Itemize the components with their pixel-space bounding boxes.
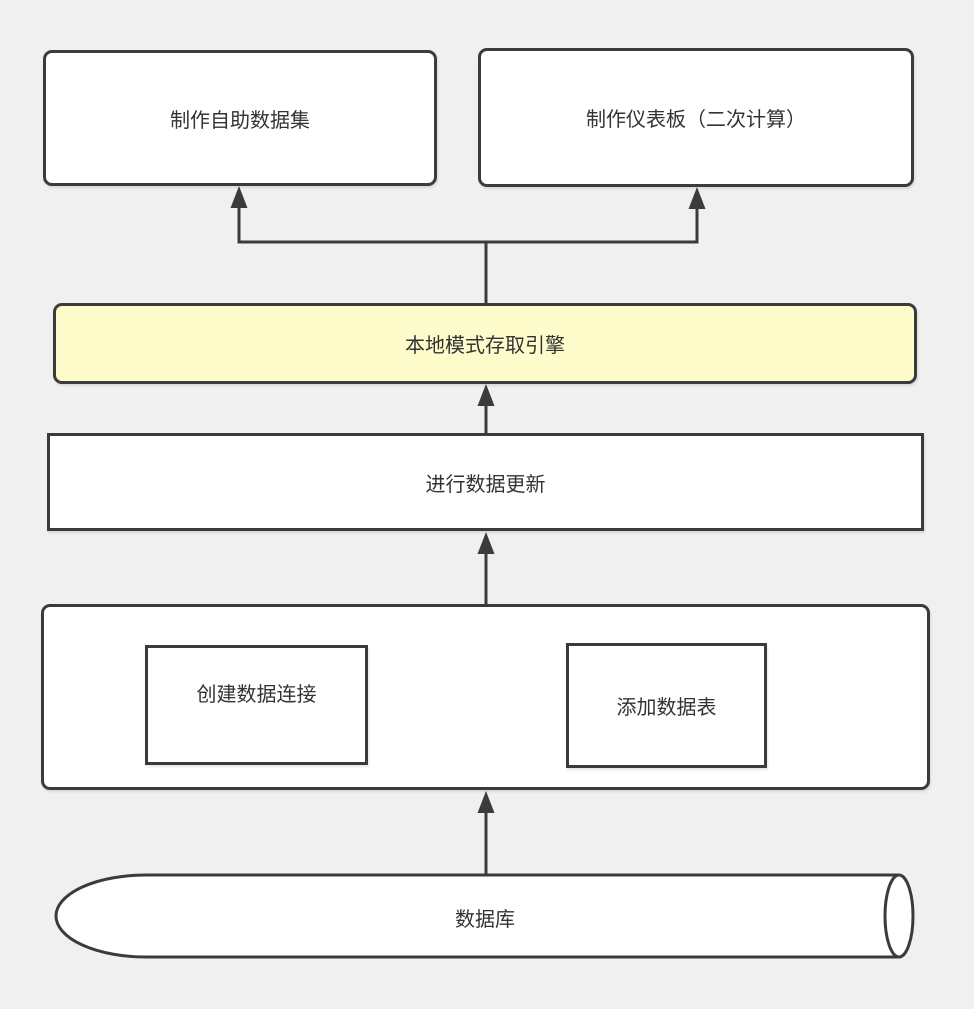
node-local-engine-label: 本地模式存取引擎 [405,335,565,357]
node-make-dashboard-label: 制作仪表板（二次计算） [586,109,806,131]
node-local-engine: 本地模式存取引擎 [53,303,917,384]
node-add-table-label: 添加数据表 [616,697,717,719]
database-cylinder-lid [883,873,915,959]
database-cylinder-body [54,873,899,959]
arrowhead-database-to-group [477,791,495,813]
node-update-data: 进行数据更新 [47,433,924,531]
arrowhead-engine-to-dataset [230,186,248,208]
arrowhead-update-to-engine [477,384,495,406]
node-update-data-label: 进行数据更新 [425,473,546,496]
node-make-dataset-label: 制作自助数据集 [170,109,310,132]
node-make-dashboard: 制作仪表板（二次计算） [478,48,914,187]
node-make-dataset: 制作自助数据集 [43,50,437,186]
node-database: 数据库 [70,877,900,957]
arrowhead-engine-to-dashboard [688,187,706,209]
node-database-label: 数据库 [455,908,515,931]
node-create-connection: 创建数据连接 [145,645,368,765]
node-add-table: 添加数据表 [566,643,767,768]
node-create-connection-label: 创建数据连接 [196,683,317,706]
edge-engine-branch [237,208,699,244]
arrowhead-group-to-update [477,532,495,554]
